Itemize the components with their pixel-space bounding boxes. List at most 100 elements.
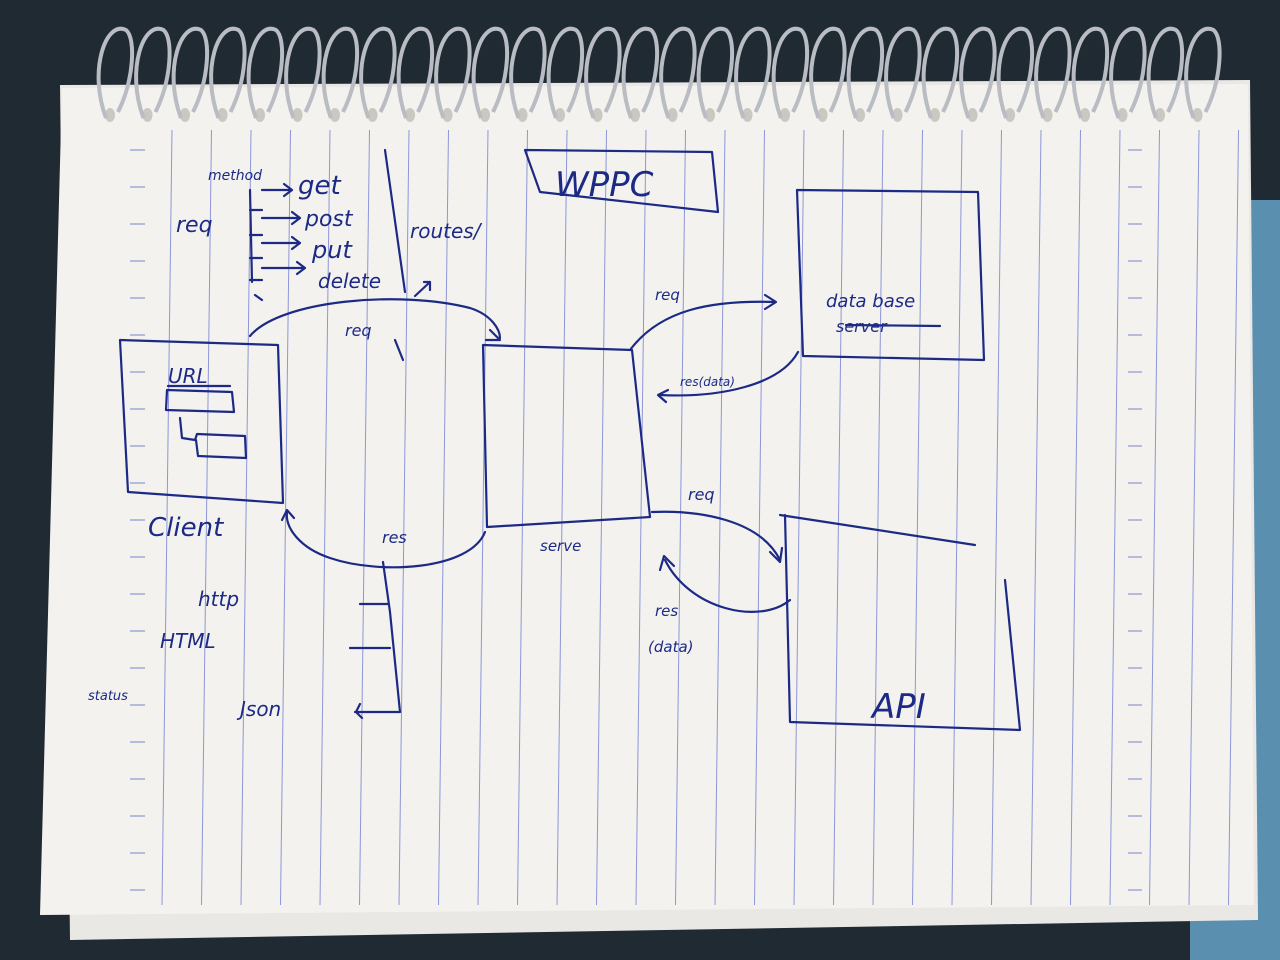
client-box xyxy=(118,338,285,505)
res-db-arc xyxy=(658,350,800,397)
spiral-ring xyxy=(396,26,435,119)
rule-line xyxy=(1188,129,1200,906)
spiral-ring xyxy=(659,26,697,119)
binding-hole xyxy=(592,108,603,122)
rule-line xyxy=(872,129,884,906)
rule-line xyxy=(240,129,252,906)
rule-line xyxy=(556,129,568,906)
rule-line xyxy=(477,129,489,906)
binding-hole xyxy=(480,108,490,122)
method-label: method xyxy=(208,168,262,184)
req-tick xyxy=(393,338,405,362)
rule-line xyxy=(912,129,923,906)
binding-hole xyxy=(742,108,753,122)
binding-hole xyxy=(1155,108,1165,122)
spiral-ring xyxy=(921,26,960,119)
spiral-ring xyxy=(471,26,510,119)
arrow-delete xyxy=(260,260,307,276)
spiral-ring xyxy=(359,26,397,119)
arrow-post xyxy=(260,210,302,226)
res-api-data-label: (data) xyxy=(648,638,694,656)
binding-hole xyxy=(180,108,190,122)
json-label: Json xyxy=(236,697,281,721)
spiral-ring xyxy=(434,26,472,119)
req-api-arrow xyxy=(768,546,784,564)
rule-line xyxy=(991,129,1002,906)
rule-line xyxy=(201,129,212,906)
res-arc-arrow xyxy=(280,508,296,522)
method-get: get xyxy=(298,171,342,201)
api-label: API xyxy=(870,687,926,727)
rule-line xyxy=(517,129,528,906)
binding-hole xyxy=(892,108,903,122)
binding-hole xyxy=(105,108,115,122)
res-api-label: res xyxy=(655,602,678,620)
binding-hole xyxy=(405,108,415,122)
spiral-ring xyxy=(734,26,772,119)
req-db-arrow xyxy=(763,293,778,311)
binding-hole xyxy=(330,108,340,122)
spiral-binding xyxy=(96,26,1222,122)
spiral-ring xyxy=(959,26,997,119)
binding-hole xyxy=(367,108,378,122)
binding-hole xyxy=(1192,108,1203,122)
spiral-ring xyxy=(1184,26,1222,119)
spiral-ring xyxy=(134,26,172,119)
spiral-ring xyxy=(846,26,885,119)
spiral-ring xyxy=(1109,26,1147,119)
rule-line xyxy=(319,129,331,906)
req-api-label: req xyxy=(688,485,715,504)
binding-hole xyxy=(667,108,678,122)
title-text: WPPC xyxy=(555,165,654,205)
spiral-ring xyxy=(1034,26,1072,119)
method-post: post xyxy=(304,207,354,232)
spiral-ring xyxy=(209,26,247,119)
spiral-ring xyxy=(546,26,585,119)
rule-line xyxy=(675,129,686,906)
req-arc-top xyxy=(248,298,502,340)
req-api-arc xyxy=(650,510,782,562)
rule-line xyxy=(1030,129,1042,906)
margin-ticks xyxy=(130,149,1142,891)
paper xyxy=(40,84,1254,915)
res-db-label: res(data) xyxy=(680,375,735,389)
spiral-ring xyxy=(996,26,1035,119)
binding-hole xyxy=(1080,108,1090,122)
binding-hole xyxy=(930,108,940,122)
binding-hole xyxy=(780,108,790,122)
req-top-label: req xyxy=(345,321,372,340)
rule-line xyxy=(754,129,765,906)
binding-hole xyxy=(1005,108,1015,122)
rule-line xyxy=(398,129,410,906)
spiral-ring xyxy=(809,26,847,119)
binding-hole xyxy=(555,108,565,122)
routes-divider xyxy=(383,148,407,294)
spiral-ring xyxy=(621,26,660,119)
binding-hole xyxy=(817,108,828,122)
rule-line xyxy=(596,129,607,906)
binding-hole xyxy=(292,108,303,122)
binding-hole xyxy=(967,108,978,122)
http-label: http xyxy=(198,587,239,611)
spiral-ring xyxy=(696,26,735,119)
status-label: status xyxy=(88,689,128,704)
req-db-arc xyxy=(628,300,777,352)
res-arc xyxy=(285,510,487,569)
spiral-ring xyxy=(1071,26,1110,119)
rule-line xyxy=(951,129,963,906)
spiral-ring xyxy=(584,26,622,119)
res-api-arc xyxy=(663,558,792,613)
spiral-ring xyxy=(321,26,360,119)
method-bracket xyxy=(248,188,264,284)
res-client-label: res xyxy=(382,528,407,547)
title-box xyxy=(523,148,720,214)
res-api-arrow xyxy=(658,554,676,572)
rule-line xyxy=(161,129,173,906)
url-label: URL xyxy=(168,364,208,388)
binding-hole xyxy=(517,108,528,122)
url-path xyxy=(178,416,248,460)
formats-bracket xyxy=(348,560,402,720)
binding-hole xyxy=(1117,108,1128,122)
arrow-put xyxy=(260,235,302,251)
